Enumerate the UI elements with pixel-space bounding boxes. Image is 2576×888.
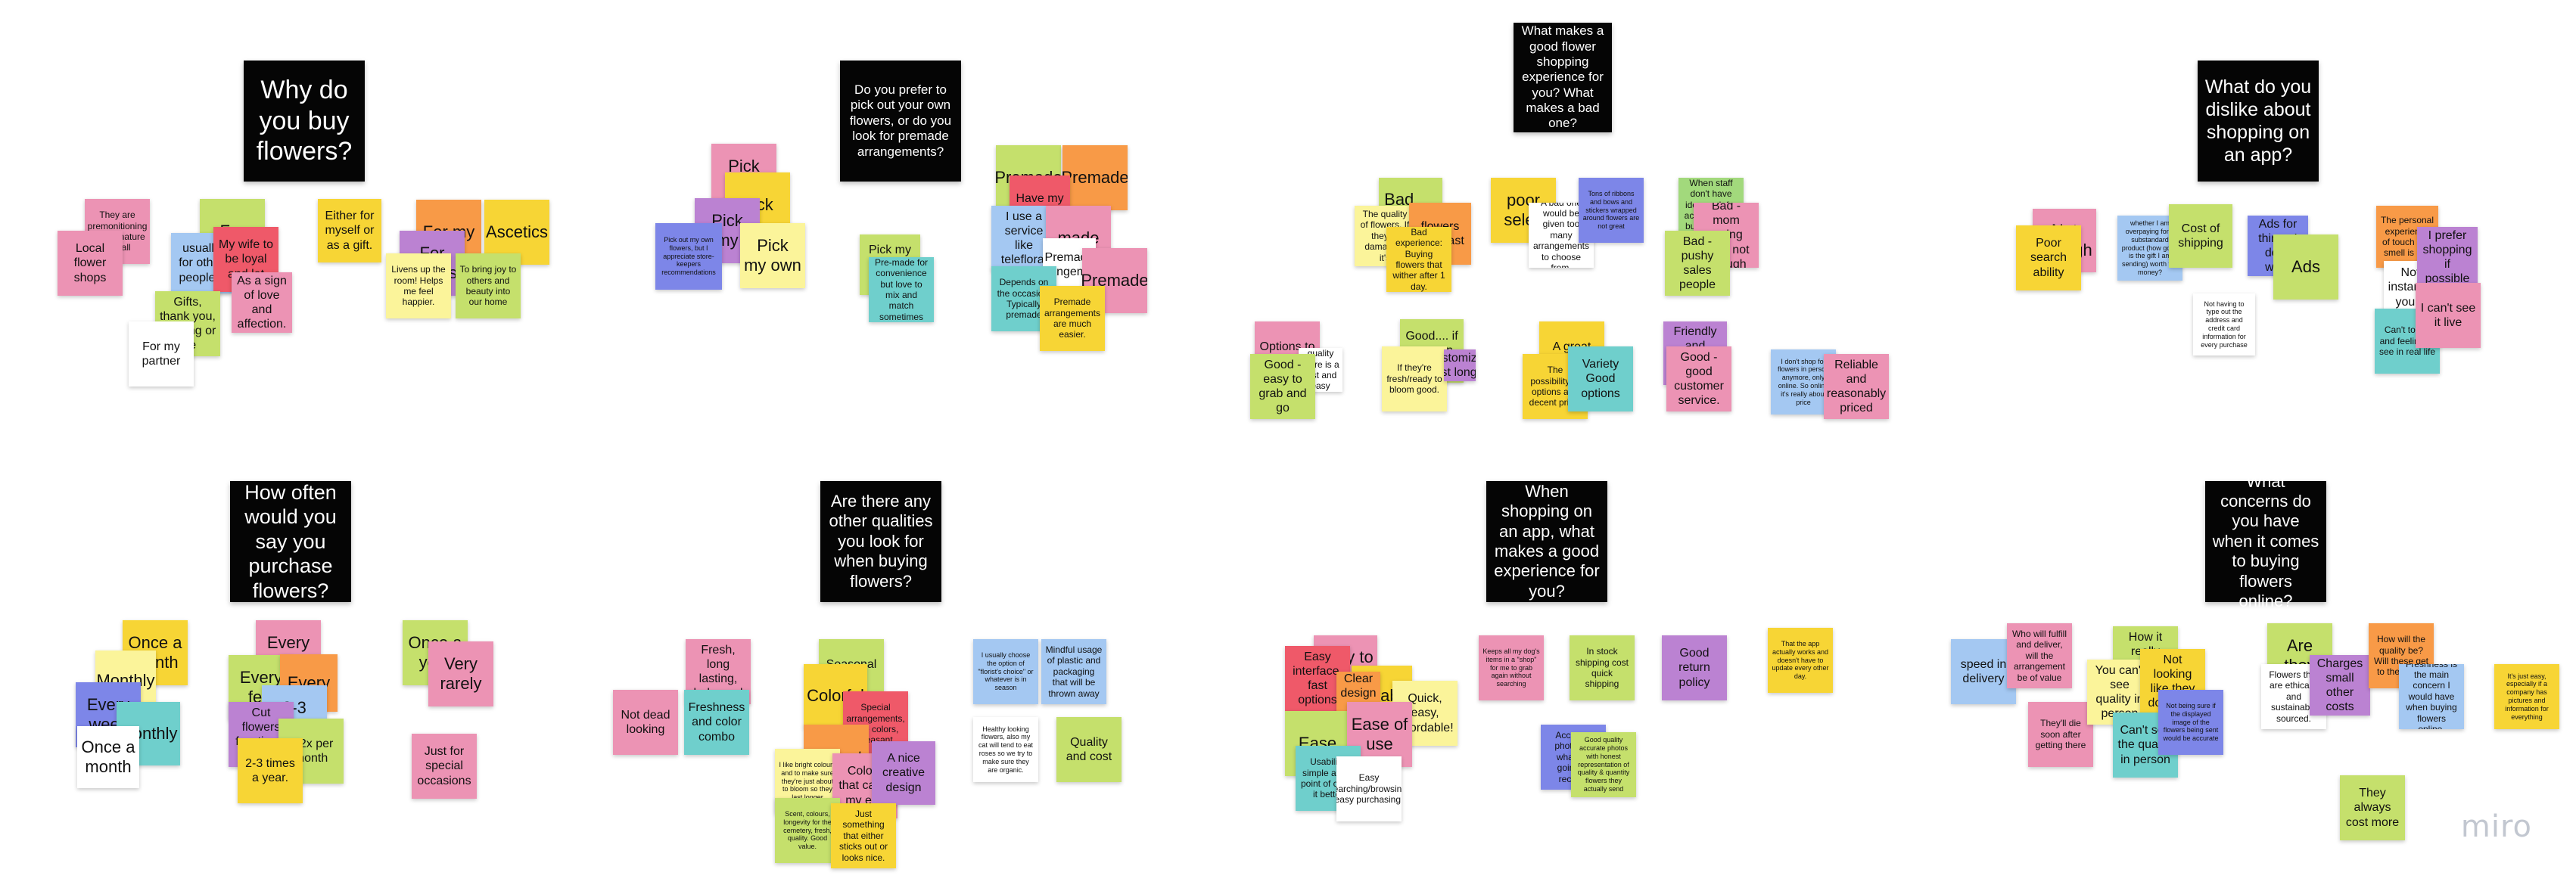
sticky-note-not-dead-looking[interactable]: Not dead looking xyxy=(613,690,678,755)
question-card[interactable]: How often would you say you purchase flo… xyxy=(230,481,351,602)
sticky-note-cost-of-shipping[interactable]: Cost of shipping xyxy=(2169,204,2232,268)
sticky-note-not-having-to-type-out-the-address-a[interactable]: Not having to type out the address and c… xyxy=(2193,293,2255,356)
sticky-note-to-bring-joy-to-others-and-beauty-in[interactable]: To bring joy to others and beauty into o… xyxy=(456,253,521,318)
sticky-note-local-flower-shops[interactable]: Local flower shops xyxy=(58,231,123,296)
question-card[interactable]: What makes a good flower shopping experi… xyxy=(1514,23,1612,132)
sticky-note-if-they-re-fresh-ready-to-bloom-good[interactable]: If they're fresh/ready to bloom good. xyxy=(1382,346,1447,411)
sticky-note-healthy-looking-flowers-also-my-cat-[interactable]: Healthy looking flowers, also my cat wil… xyxy=(973,717,1038,782)
sticky-note-a-nice-creative-design[interactable]: A nice creative design xyxy=(872,741,935,805)
sticky-note-variety-good-options[interactable]: Variety Good options xyxy=(1568,346,1633,411)
sticky-note-i-usually-choose-the-option-of-flori[interactable]: I usually choose the option of "florist'… xyxy=(973,639,1038,704)
sticky-note-good-quality-accurate-photos-with-ho[interactable]: Good quality accurate photos with honest… xyxy=(1571,732,1636,797)
sticky-note-easy-searching-browsing-easy-purchas[interactable]: Easy searching/browsing, easy purchasing… xyxy=(1336,756,1402,821)
sticky-note-good-easy-to-grab-and-go[interactable]: Good - easy to grab and go xyxy=(1250,354,1315,419)
sticky-note-poor-search-ability[interactable]: Poor search ability xyxy=(2016,225,2081,290)
sticky-note-just-something-that-either-sticks-ou[interactable]: Just something that either sticks out or… xyxy=(831,803,896,868)
sticky-note-reliable-and-reasonably-priced[interactable]: Reliable and reasonably priced xyxy=(1824,354,1889,419)
sticky-note-customized-last-longer[interactable]: customized last longer xyxy=(1444,349,1476,381)
question-card[interactable]: Do you prefer to pick out your own flowe… xyxy=(840,61,961,182)
sticky-note-just-for-special-occasions[interactable]: Just for special occasions xyxy=(412,734,477,799)
sticky-note-pick-my-own[interactable]: Pick my own xyxy=(740,223,805,288)
sticky-note-very-rarely[interactable]: Very rarely xyxy=(428,641,493,706)
sticky-note-bad-experience-buying-flowers-that-w[interactable]: Bad experience: Buying flowers that with… xyxy=(1386,227,1451,292)
sticky-note-freshness-and-color-combo[interactable]: Freshness and color combo xyxy=(684,690,749,755)
question-card[interactable]: When shopping on an app, what makes a go… xyxy=(1486,481,1607,602)
question-card[interactable]: What concerns do you have when it comes … xyxy=(2205,472,2326,610)
sticky-note-as-a-sign-of-love-and-affection[interactable]: As a sign of love and affection. xyxy=(232,272,292,333)
question-card[interactable]: What do you dislike about shopping on an… xyxy=(2198,61,2319,182)
sticky-note-speed-in-delivery[interactable]: speed in delivery xyxy=(1951,639,2016,704)
sticky-note-livens-up-the-room-helps-me-feel-hap[interactable]: Livens up the room! Helps me feel happie… xyxy=(386,253,451,318)
sticky-note-mindful-usage-of-plastic-and-packagi[interactable]: Mindful usage of plastic and packaging t… xyxy=(1041,639,1106,704)
sticky-note-pick-out-my-own-flowers-but-i-apprec[interactable]: Pick out my own flowers, but I appreciat… xyxy=(655,223,722,290)
sticky-note-charges-small-other-costs[interactable]: Charges small other costs xyxy=(2310,655,2370,716)
sticky-note-once-a-month[interactable]: Once a month xyxy=(77,726,139,788)
sticky-note-for-my-partner[interactable]: For my partner xyxy=(129,321,194,387)
sticky-note-bad-pushy-sales-people[interactable]: Bad - pushy sales people xyxy=(1665,231,1730,296)
sticky-note-that-the-app-actually-works-and-does[interactable]: That the app actually works and doesn't … xyxy=(1768,628,1833,693)
sticky-note-freshness-is-the-main-concern-i-woul[interactable]: Freshness is the main concern I would ha… xyxy=(2399,664,2464,729)
sticky-note-premade[interactable]: Premade xyxy=(1062,145,1128,210)
sticky-note-not-being-sure-if-the-displayed-imag[interactable]: Not being sure if the displayed image of… xyxy=(2158,690,2223,755)
sticky-note-they-ll-die-soon-after-getting-there[interactable]: They'll die soon after getting there xyxy=(2028,702,2093,767)
sticky-note-2-3-times-a-year[interactable]: 2-3 times a year. xyxy=(238,738,303,803)
sticky-note-they-always-cost-more[interactable]: They always cost more xyxy=(2340,775,2405,840)
question-card[interactable]: Are there any other qualities you look f… xyxy=(820,481,941,602)
sticky-note-ads[interactable]: Ads xyxy=(2273,234,2338,300)
sticky-note-who-will-fulfill-and-deliver-will-th[interactable]: Who will fulfill and deliver, will the a… xyxy=(2007,623,2072,688)
sticky-note-i-can-t-see-it-live[interactable]: I can't see it live xyxy=(2416,283,2481,348)
sticky-note-scent-colours-longevity-for-the-ceme[interactable]: Scent, colours, longevity for the cemete… xyxy=(775,798,840,863)
sticky-note-quality-and-cost[interactable]: Quality and cost xyxy=(1056,717,1122,782)
sticky-note-premade-arrangements-are-much-easier[interactable]: Premade arrangements are much easier. xyxy=(1040,286,1105,351)
question-card[interactable]: Why do you buy flowers? xyxy=(244,61,365,182)
sticky-note-good-good-customer-service[interactable]: Good - good customer service. xyxy=(1666,346,1731,411)
sticky-note-either-for-myself-or-as-a-gift[interactable]: Either for myself or as a gift. xyxy=(318,199,381,262)
sticky-note-pre-made-for-convenience-but-love-to[interactable]: Pre-made for convenience but love to mix… xyxy=(869,257,934,322)
sticky-note-in-stock-shipping-cost-quick-shippin[interactable]: In stock shipping cost quick shipping xyxy=(1570,635,1635,700)
sticky-note-tons-of-ribbons-and-bows-and-sticker[interactable]: Tons of ribbons and bows and stickers wr… xyxy=(1579,178,1644,243)
sticky-note-i-prefer-shopping-if-possible[interactable]: I prefer shopping if possible xyxy=(2417,227,2478,287)
sticky-note-keeps-all-my-dog-s-items-in-a-shop-f[interactable]: Keeps all my dog's items in a "shop" for… xyxy=(1479,635,1544,700)
miro-logo: miro xyxy=(2460,809,2532,844)
sticky-note-it-s-just-easy-especially-if-a-compa[interactable]: It's just easy, especially if a company … xyxy=(2494,664,2559,729)
sticky-note-good-return-policy[interactable]: Good return policy xyxy=(1662,635,1727,700)
